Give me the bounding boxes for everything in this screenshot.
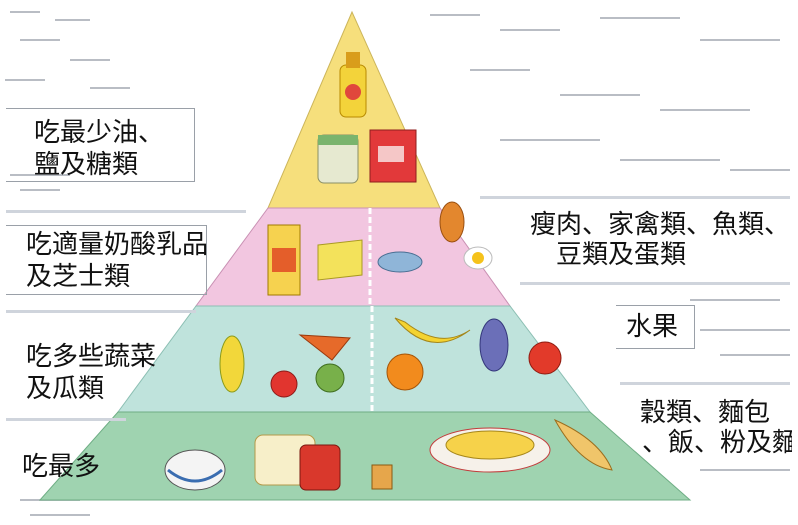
divider-rule [480,196,790,199]
label-box [616,305,695,349]
grapes-icon [479,318,509,372]
rice-bowl-icon [164,449,226,491]
label-protein-line1: 瘦肉、家禽類、魚類、 [530,210,791,240]
label-grains-line2: 、飯、粉及麵 [642,428,792,458]
cheese-icon [317,239,363,281]
label-protein-line2: 豆類及蛋類 [556,240,687,270]
label-veg-line1: 吃多些蔬菜 [26,342,157,372]
divider-rule [6,310,196,313]
banana-icon [394,317,471,343]
fish-icon [377,251,423,273]
jam-jar-icon [317,134,359,184]
label-dairy-line2: 及芝士類 [26,262,131,292]
label-box [6,225,207,295]
egg-icon [463,246,493,270]
divider-rule [6,210,246,213]
corn-icon [219,335,245,393]
lettuce-icon [315,363,345,393]
sugar-box-icon [369,129,417,183]
label-dairy-line1: 吃適量奶酸乳品 [26,230,209,260]
noodle-plate-icon [429,427,551,473]
label-veg-line2: 及瓜類 [26,374,105,404]
label-top-line2: 鹽及糖類 [34,150,139,180]
carrot-icon [298,334,352,361]
tier-veg-fruit [117,305,592,413]
cracker-icon [371,464,393,490]
baguette-icon [553,418,613,471]
bread-icon [254,434,341,491]
label-box [6,108,195,182]
label-top-line1: 吃最少油、 [34,118,165,148]
apple-icon [528,341,562,375]
divider-rule [620,382,790,385]
tomato-icon [270,370,298,398]
divider-rule [520,282,790,285]
label-fruit: 水果 [626,312,679,342]
drumstick-icon [439,201,465,243]
orange-icon [386,353,424,391]
milk-carton-icon [267,224,301,296]
oil-bottle-icon [339,52,367,118]
label-base-left: 吃最多 [22,452,101,482]
label-grains-line1: 穀類、麵包 [640,398,771,428]
divider-rule [6,418,126,421]
